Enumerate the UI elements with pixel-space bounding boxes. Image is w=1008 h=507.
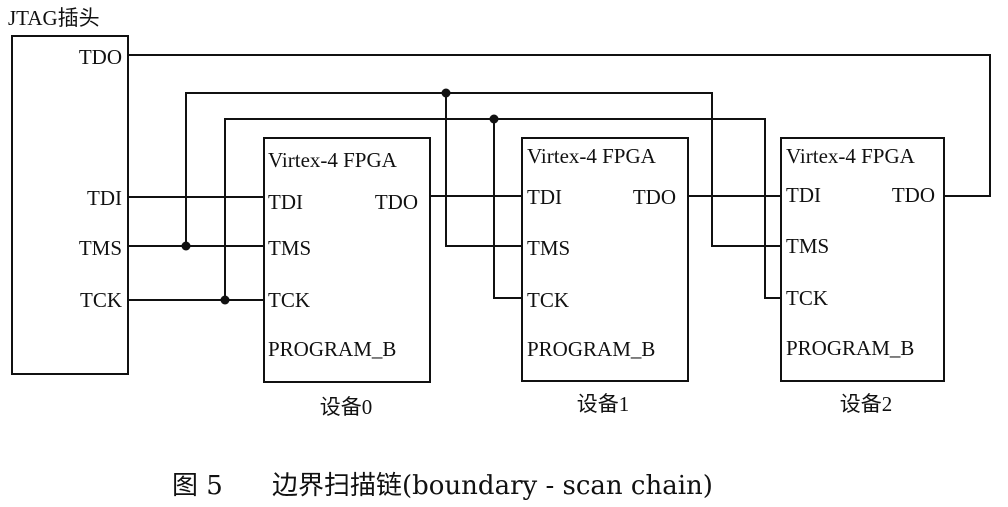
device-1-pin-tdi: TDI (527, 185, 562, 209)
figure-number: 图 5 (172, 471, 223, 501)
device-0-chip-name: Virtex-4 FPGA (268, 148, 398, 172)
device-1-chip-name: Virtex-4 FPGA (527, 144, 657, 168)
jtag-header-title: JTAG插头 (8, 6, 100, 30)
device-1-pin-tck: TCK (527, 288, 569, 312)
wires (128, 54, 991, 301)
device-1-label: 设备1 (577, 392, 630, 416)
tms-wire-dev1 (445, 93, 522, 247)
jtag-pin-tms: TMS (79, 236, 122, 260)
device-0-pin-program: PROGRAM_B (268, 337, 396, 361)
device-2-pin-tdo: TDO (892, 183, 935, 207)
tck-wire-dev1 (493, 119, 522, 299)
device-0-label: 设备0 (320, 395, 373, 419)
device-0-pin-tdi: TDI (268, 190, 303, 214)
device-2-label: 设备2 (840, 392, 893, 416)
device-2-pin-tdi: TDI (786, 183, 821, 207)
tms-junction-dot (181, 241, 191, 251)
device-0-pin-tck: TCK (268, 288, 310, 312)
device-2-pin-tck: TCK (786, 286, 828, 310)
tdo-return-wire (128, 54, 991, 197)
tms-bus-wire (185, 92, 781, 247)
figure-caption: 边界扫描链(boundary - scan chain) (272, 471, 713, 501)
device-0: Virtex-4 FPGA TDI TDO TMS TCK PROGRAM_B … (263, 137, 431, 419)
jtag-pin-tdi: TDI (87, 186, 122, 210)
tms-bus-junction-dot (441, 88, 451, 98)
device-1-box (521, 137, 689, 382)
device-0-box (263, 137, 431, 383)
device-2-pin-program: PROGRAM_B (786, 336, 914, 360)
tck-junction-dot (220, 295, 230, 305)
device-1: Virtex-4 FPGA TDI TDO TMS TCK PROGRAM_B … (521, 137, 689, 416)
device-1-pin-tdo: TDO (633, 185, 676, 209)
device-2-box (780, 137, 945, 382)
device-0-pin-tms: TMS (268, 236, 311, 260)
jtag-pin-tdo: TDO (79, 45, 122, 69)
jtag-pin-tck: TCK (80, 288, 122, 312)
tck-bus-wire (224, 118, 781, 300)
device-2-pin-tms: TMS (786, 234, 829, 258)
tck-bus-junction-dot (489, 114, 499, 124)
device-0-pin-tdo: TDO (375, 190, 418, 214)
device-1-pin-tms: TMS (527, 236, 570, 260)
jtag-header-box (11, 35, 129, 375)
device-2-chip-name: Virtex-4 FPGA (786, 144, 916, 168)
device-2: Virtex-4 FPGA TDI TDO TMS TCK PROGRAM_B … (780, 137, 945, 416)
device-1-pin-program: PROGRAM_B (527, 337, 655, 361)
